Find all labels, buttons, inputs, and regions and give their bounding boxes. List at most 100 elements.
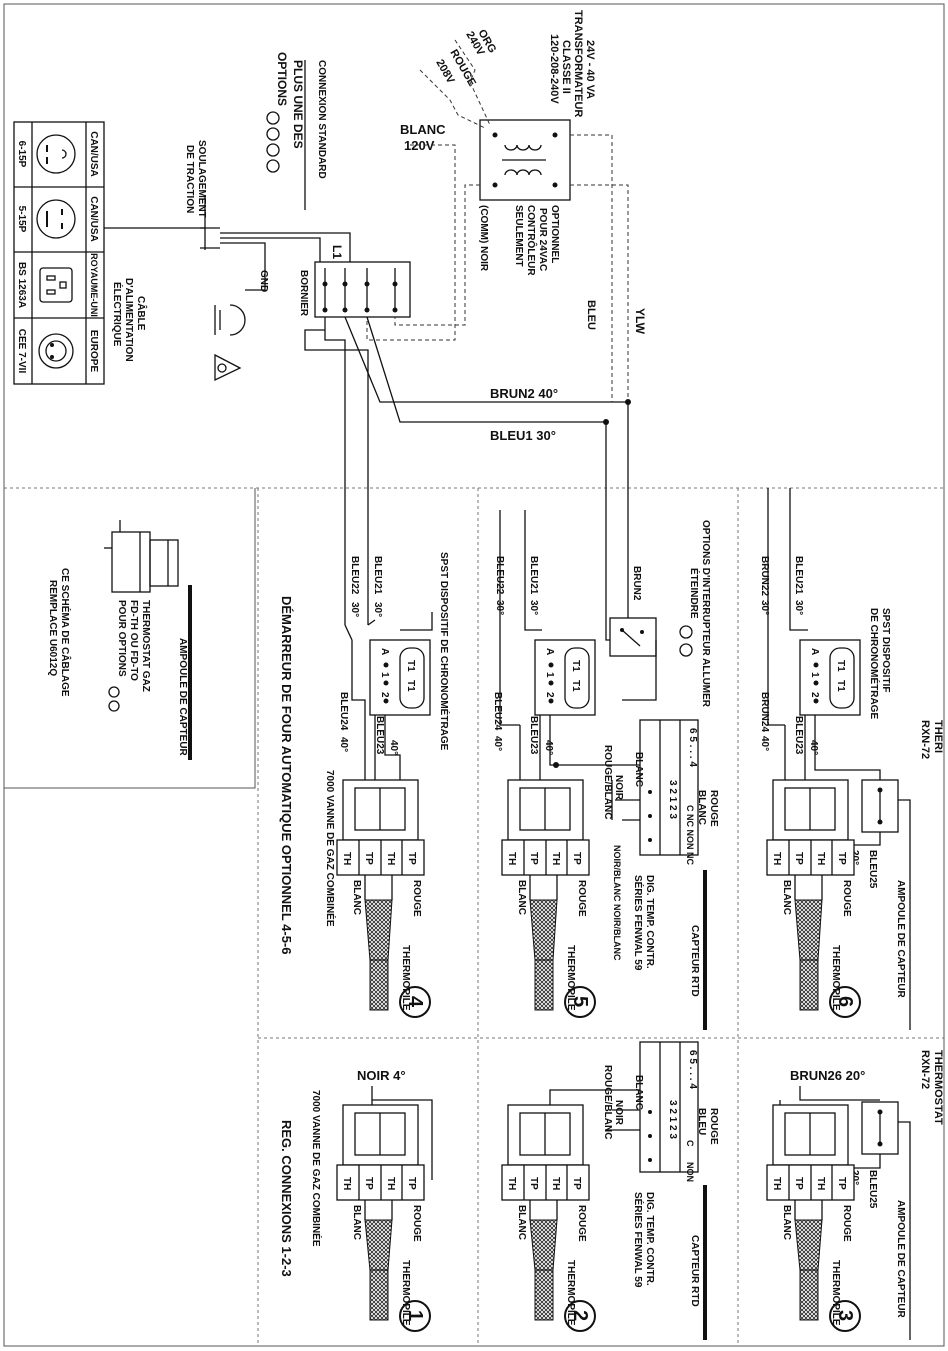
transformer-class: CLASSE II: [560, 40, 572, 94]
plug-code-2: 5-15P: [16, 206, 27, 233]
p5-blanc: BLANC: [516, 880, 527, 915]
p4-blanc-label: BLANC: [351, 880, 362, 915]
p4-valve-label: 7000 VANNE DE GAZ COMBINÉE: [324, 770, 337, 927]
p1-th: TH: [341, 1177, 352, 1190]
p6-spst2: DE CHRONOMÉTRAGE: [868, 608, 881, 719]
p2-tp2: TP: [571, 1177, 582, 1190]
p5-bleu24: BLEU24: [492, 692, 503, 731]
p5-term-nums-2: 3 2 1 2 3: [667, 780, 678, 819]
p2-rougeblanc: ROUGE/BLANC: [602, 1065, 613, 1139]
p6-40b: 40°: [808, 740, 819, 755]
p5-rouge: ROUGE: [576, 880, 587, 917]
panel-2: 6 5 . . . 4 3 2 1 2 3 ROUGE BLEU C NON B…: [501, 1041, 719, 1340]
p2-dig2: SÉRIES FENWAL 59: [632, 1192, 645, 1288]
p2-rtd: CAPTEUR RTD: [689, 1235, 700, 1307]
p6-a: A: [809, 648, 820, 655]
p3-thermo1: THERMOSTAT: [932, 1050, 944, 1125]
p6-rouge: ROUGE: [841, 880, 852, 917]
p4-1-label: 1: [379, 672, 390, 678]
p1-tp2: TP: [406, 1177, 417, 1190]
p6-bleu23: BLEU23: [793, 716, 804, 755]
p2-rouge-top: ROUGE: [708, 1108, 719, 1145]
side-thermo-1: THERMOSTAT GAZ: [140, 600, 151, 692]
p5-term-nums: 6 5 . . . 4: [687, 728, 698, 767]
p4-gas-valve[interactable]: [336, 779, 425, 876]
gas-thermostat-icon: [104, 520, 179, 593]
p3-tp: TP: [793, 1177, 804, 1190]
plus-options-label: OPTIONS: [275, 52, 289, 106]
transformer-rating: 24V - 40 VA: [584, 40, 596, 99]
p5-gas-valve[interactable]: TH TP TH TP: [501, 779, 590, 876]
p6-gas-valve[interactable]: TH TP TH TP: [766, 779, 855, 876]
p2-dig1: DIG. TEMP. CONTR.: [644, 1192, 655, 1286]
p4-tp-label: TP: [363, 852, 374, 865]
p4-t1b-label: T1: [405, 680, 416, 692]
p2-blanc-w: BLANC: [633, 1075, 644, 1110]
p5-brun2: BRUN2: [631, 566, 642, 601]
optional-note-1: OPTIONNEL: [549, 205, 560, 263]
top-section: CAN/USA CAN/USA ROYAUME-UNI EUROPE 6-15P…: [13, 10, 647, 625]
p6-brun22: BRUN22: [759, 556, 770, 596]
side-note-1: CE SCHÉMA DE CÂBLAGE: [59, 568, 72, 697]
p2-gas-valve[interactable]: TH TP TH TP: [501, 1104, 590, 1201]
p6-blanc: BLANC: [781, 880, 792, 915]
p3-number: 3: [834, 1310, 856, 1321]
p5-bleu23: BLEU23: [528, 716, 539, 755]
p2-term-nums-2: 3 2 1 2 3: [667, 1100, 678, 1139]
plug-bs1263a-icon: [39, 267, 73, 303]
p5-option-badge: [564, 986, 596, 1018]
p2-rouge: ROUGE: [576, 1205, 587, 1242]
p1-rouge: ROUGE: [411, 1205, 422, 1242]
plug-region-4: EUROPE: [88, 330, 99, 373]
p5-rtd: CAPTEUR RTD: [689, 925, 700, 997]
p6-40a: 40°: [759, 736, 770, 751]
p4-bleu21: BLEU21: [372, 556, 383, 595]
p5-blanc-w: BLANC: [633, 752, 644, 787]
p5-noir: NOIR: [613, 775, 624, 801]
p1-noir: NOIR 4°: [357, 1068, 406, 1083]
p3-gas-valve[interactable]: TH TP TH TP: [766, 1104, 855, 1201]
p6-2: 2: [809, 692, 820, 698]
plug-cee7-icon: [38, 333, 74, 369]
side-note-2: REMPLACE U6012Q: [47, 580, 58, 676]
p4-30b: 30°: [349, 602, 360, 617]
p2-thermopile: THERMOPILE: [565, 1260, 576, 1326]
p1-number: 1: [404, 1310, 426, 1321]
p5-tp2: TP: [571, 852, 582, 865]
p5-timer-device[interactable]: T1 T1 A 1 2: [534, 639, 596, 716]
p5-blanc-top: BLANC: [696, 790, 707, 825]
p6-bulb: AMPOULE DE CAPTEUR: [895, 880, 906, 999]
plug-region-3: ROYAUME-UNI: [89, 253, 99, 317]
p5-30b: 30°: [494, 600, 505, 615]
plug-code-3: BS 1263A: [16, 262, 27, 308]
p4-t1-label: T1: [405, 660, 416, 672]
p1-blanc: BLANC: [351, 1205, 362, 1240]
panel-1: NOIR 4° 7000 VANNE DE GAZ COMBINÉE TH TP…: [279, 1068, 433, 1332]
plug-region-2: CAN/USA: [88, 196, 99, 242]
p5-switch[interactable]: [609, 617, 657, 657]
p4-rouge-label: ROUGE: [411, 880, 422, 917]
p3-brun26: BRUN26 20°: [790, 1068, 865, 1083]
p3-thermostat[interactable]: [861, 1101, 899, 1155]
p5-controller-terminal[interactable]: [639, 719, 699, 856]
transformer[interactable]: [479, 119, 571, 201]
p4-timer-device[interactable]: [369, 639, 431, 716]
p1-gas-valve[interactable]: TH TP TH TP: [336, 1104, 425, 1201]
strain-relief-label-1: SOULAGEMENT: [196, 140, 207, 218]
side-thermo-3: POUR OPTIONS: [116, 600, 127, 677]
p4-30a: 30°: [372, 602, 383, 617]
plug-region-1: CAN/USA: [88, 131, 99, 177]
p1-valve: 7000 VANNE DE GAZ COMBINÉE: [310, 1090, 323, 1247]
p1-caption: REG. CONNEXIONS 1-2-3: [279, 1120, 294, 1277]
plug-code-4: CEE 7-VII: [16, 329, 27, 374]
plug-6-15p-icon: [36, 134, 76, 174]
p6-timer-device[interactable]: T1 T1 A 1 2: [799, 639, 861, 716]
p2-controller-terminal[interactable]: [639, 1041, 699, 1173]
p6-thermostat[interactable]: [861, 779, 899, 833]
side-note: AMPOULE DE CAPTEUR THERMOSTAT GAZ FD-TH …: [47, 520, 192, 760]
p4-bleu22: BLEU22: [349, 556, 360, 595]
p5-opt2: ÉTEINDRE: [688, 568, 701, 619]
p5-30a: 30°: [528, 600, 539, 615]
p4-number: 4: [404, 996, 426, 1008]
terminal-block[interactable]: [314, 261, 411, 318]
